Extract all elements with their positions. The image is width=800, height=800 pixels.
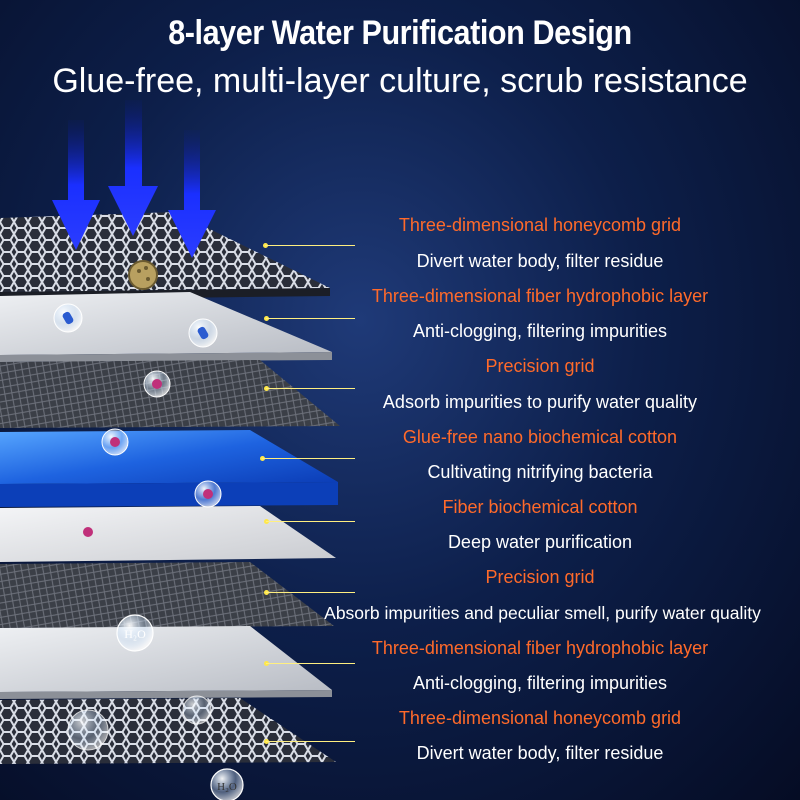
layer-fiber-hydrophobic-1 — [0, 292, 332, 362]
leader-line — [266, 741, 355, 742]
leader-line — [266, 663, 355, 664]
leader-line — [265, 245, 355, 246]
layer-name-label: Three-dimensional honeycomb grid — [398, 215, 682, 235]
leader-line — [262, 458, 355, 459]
layer-name-label: Precision grid — [485, 567, 595, 587]
h2o-bubbles: H₂O H₂O — [116, 614, 244, 800]
layer-honeycomb-grid-bottom — [0, 698, 336, 764]
layer-description-label: Deep water purification — [447, 532, 633, 552]
arrow-down-icon — [108, 100, 158, 236]
layer-description-label: Divert water body, filter residue — [416, 251, 664, 271]
layer-description-label: Anti-clogging, filtering impurities — [412, 321, 668, 341]
layer-description-label: Anti-clogging, filtering impurities — [412, 673, 668, 693]
layer-honeycomb-grid-top — [0, 212, 330, 300]
bubble-icons — [53, 303, 222, 751]
layer-description-label: Divert water body, filter residue — [416, 743, 664, 763]
leader-line — [266, 521, 355, 522]
layer-description-label: Adsorb impurities to purify water qualit… — [382, 392, 698, 412]
svg-text:H₂O: H₂O — [124, 627, 146, 641]
layer-nano-biochemical-cotton — [0, 430, 338, 507]
water-flow-arrows — [52, 100, 216, 258]
layer-precision-grid-2 — [0, 562, 334, 628]
layer-name-label: Three-dimensional fiber hydrophobic laye… — [371, 638, 709, 658]
arrow-down-icon — [168, 130, 216, 258]
leader-line — [266, 388, 355, 389]
layer-fiber-biochemical-cotton — [0, 506, 336, 562]
residue-particle-icon — [128, 260, 158, 290]
layer-description-label: Cultivating nitrifying bacteria — [427, 462, 653, 482]
leader-line — [266, 592, 355, 593]
svg-text:H₂O: H₂O — [217, 781, 237, 793]
page-title: 8-layer Water Purification Design — [168, 14, 632, 52]
arrow-down-icon — [52, 120, 100, 250]
layer-name-label: Precision grid — [485, 356, 595, 376]
layer-name-label: Three-dimensional honeycomb grid — [398, 708, 682, 728]
layer-description-label: Absorb impurities and peculiar smell, pu… — [324, 603, 761, 623]
layer-fiber-hydrophobic-2 — [0, 626, 332, 699]
layer-name-label: Three-dimensional fiber hydrophobic laye… — [371, 286, 709, 306]
page-subtitle: Glue-free, multi-layer culture, scrub re… — [52, 62, 748, 100]
layer-precision-grid-1 — [0, 360, 340, 428]
layer-name-label: Fiber biochemical cotton — [442, 497, 638, 517]
layer-name-label: Glue-free nano biochemical cotton — [402, 427, 678, 447]
leader-line — [266, 318, 355, 319]
